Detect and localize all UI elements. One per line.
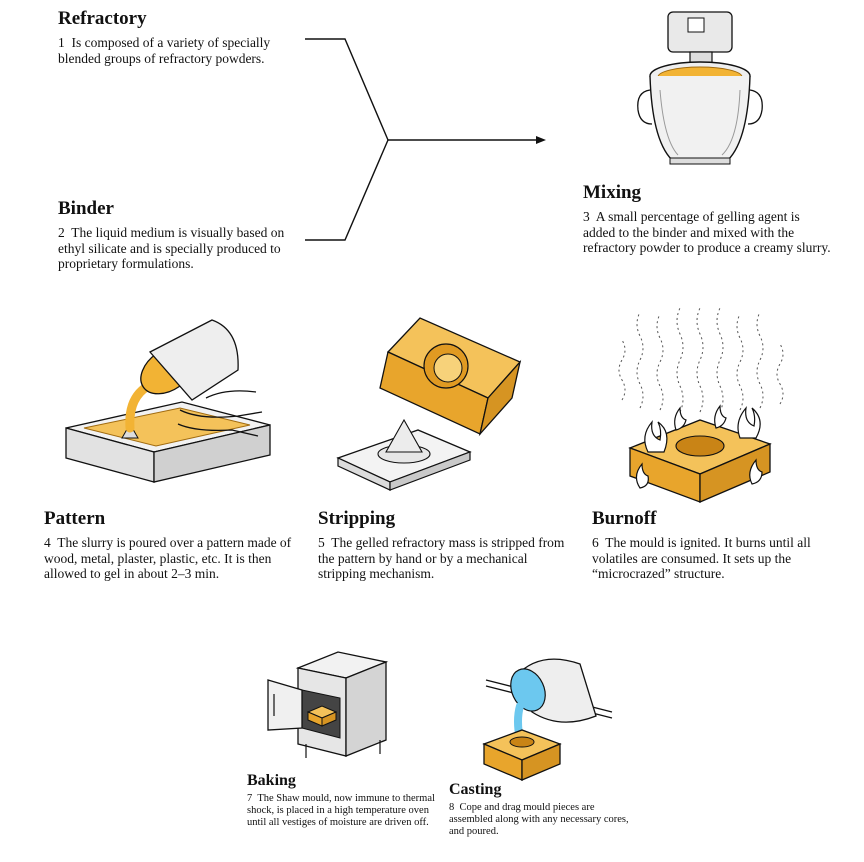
step-title: Mixing <box>583 182 642 203</box>
step-description: 5 The gelled refractory mass is stripped… <box>318 535 565 581</box>
step-title: Stripping <box>318 508 396 529</box>
step-description: 7 The Shaw mould, now immune to thermal … <box>247 793 435 828</box>
step-description: 1 Is composed of a variety of specially … <box>58 35 271 66</box>
step-description: 2 The liquid medium is visually based on… <box>58 225 285 271</box>
step-refractory: Refractory 1 Is composed of a variety of… <box>58 8 308 66</box>
step-title: Refractory <box>58 8 147 29</box>
arrow-head-icon <box>536 136 546 144</box>
step-description: 3 A small percentage of gelling agent is… <box>583 209 831 255</box>
step-pattern: Pattern 4 The slurry is poured over a pa… <box>44 508 294 582</box>
step-burnoff: Burnoff 6 The mould is ignited. It burns… <box>592 508 842 582</box>
step-baking: Baking 7 The Shaw mould, now immune to t… <box>247 771 437 829</box>
step-description: 6 The mould is ignited. It burns until a… <box>592 535 811 581</box>
step-mixing: Mixing 3 A small percentage of gelling a… <box>583 182 833 256</box>
step-title: Burnoff <box>592 508 657 529</box>
step-description: 8 Cope and drag mould pieces are assembl… <box>449 802 629 837</box>
step-title: Binder <box>58 198 114 219</box>
step-stripping: Stripping 5 The gelled refractory mass i… <box>318 508 578 582</box>
step-title: Pattern <box>44 508 106 529</box>
step-title: Casting <box>449 781 502 798</box>
step-binder: Binder 2 The liquid medium is visually b… <box>58 198 303 272</box>
step-casting: Casting 8 Cope and drag mould pieces are… <box>449 780 639 838</box>
step-description: 4 The slurry is poured over a pattern ma… <box>44 535 292 581</box>
step-title: Baking <box>247 772 296 789</box>
